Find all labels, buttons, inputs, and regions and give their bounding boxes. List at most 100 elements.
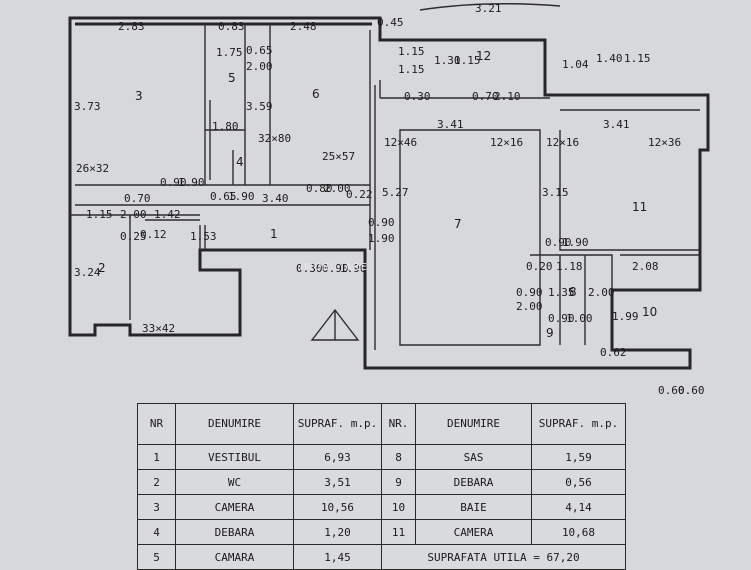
dimension-label: 0.25 (120, 230, 147, 243)
dimension-label: 3.15 (542, 186, 569, 199)
dimension-label: 2.48 (290, 20, 317, 33)
table-cell: 9 (381, 469, 416, 495)
room-legend-table: NR DENUMIRE SUPRAF. m.p. NR. DENUMIRE SU… (137, 403, 626, 570)
dimension-label: 0.20 (526, 260, 553, 273)
legend-header-row: NR DENUMIRE SUPRAF. m.p. NR. DENUMIRE SU… (137, 403, 626, 445)
dimension-label: 3.41 (603, 118, 630, 131)
table-cell: DEBARA (175, 519, 294, 545)
dimension-label: 0.90 (516, 286, 543, 299)
table-cell: 5 (137, 544, 176, 570)
table-cell: 3,51 (293, 469, 382, 495)
room-label-5: 5 (228, 71, 236, 85)
table-row: 1 VESTIBUL 6,93 8 SAS 1,59 (137, 444, 626, 470)
room-label-9: 9 (546, 326, 554, 340)
table-row: 2 WC 3,51 9 DEBARA 0,56 (137, 469, 626, 495)
dimension-label: 0.90 (368, 216, 395, 229)
walls (68, 16, 710, 370)
dimension-label: 0.80 (306, 182, 333, 195)
room-label-1: 1 (270, 227, 278, 241)
dimension-label: 1.40 (596, 52, 623, 65)
table-cell: WC (175, 469, 294, 495)
dimension-label: 0.62 (600, 346, 627, 359)
dimension-label: 0.60 (658, 384, 685, 397)
dimension-label: 5.27 (382, 186, 409, 199)
dimension-label: 12×16 (490, 136, 523, 149)
table-cell: 10,56 (293, 494, 382, 520)
dimension-label: 2.83 (118, 20, 145, 33)
dimension-label: 12×46 (384, 136, 417, 149)
table-cell: DEBARA (415, 469, 532, 495)
dimension-label: 1.15 (454, 54, 481, 67)
room-label-7: 7 (454, 217, 462, 231)
dimension-label: 0.45 (377, 16, 404, 29)
dimension-label: 1.15 (398, 63, 425, 76)
dimension-label: 0.90 (548, 312, 575, 325)
dimension-label: 3.41 (437, 118, 464, 131)
north-arrow-icon (310, 308, 360, 341)
table-row: 5 CAMARA 1,45 SUPRAFATA UTILA = 67,20 (137, 544, 626, 570)
dimension-label: 1.42 (154, 208, 181, 221)
dimension-label: 0.30 (404, 90, 431, 103)
legend-header: DENUMIRE (175, 403, 294, 445)
dimension-label: 1.90 (228, 190, 255, 203)
room-label-8: 8 (569, 285, 577, 299)
dimension-label: 0.90 (322, 262, 349, 275)
table-cell: 1,20 (293, 519, 382, 545)
dimension-label: 2.00 (516, 300, 543, 313)
dimension-label: 0.60 (678, 384, 705, 397)
table-cell: 6,93 (293, 444, 382, 470)
table-cell: 11 (381, 519, 416, 545)
dimension-label: 0.90 (160, 176, 187, 189)
dimension-label: 1.15 (398, 45, 425, 58)
table-cell: SAS (415, 444, 532, 470)
dimension-label: 1.80 (212, 120, 239, 133)
dimension-label: 2.08 (632, 260, 659, 273)
legend-header: NR (137, 403, 176, 445)
room-labels: 3 6 12 5 4 1 2 7 11 10 8 9 (98, 49, 657, 340)
table-cell: 10 (381, 494, 416, 520)
dimension-labels: 2.83 0.83 2.48 0.45 3.21 0.65 2.00 1.75 … (74, 2, 705, 397)
dimension-label: 2.00 (324, 182, 351, 195)
dimension-label: 1.15 (86, 208, 113, 221)
floor-plan: 3 6 12 5 4 1 2 7 11 10 8 9 2.83 0.83 2.4… (68, 2, 710, 397)
dimension-label: 0.65 (246, 44, 273, 57)
table-cell: 8 (381, 444, 416, 470)
dimension-label: 1.04 (562, 58, 589, 71)
table-cell: 0,56 (531, 469, 626, 495)
table-cell: 1,59 (531, 444, 626, 470)
dimension-label: 26×32 (76, 162, 109, 175)
dimension-label: 0.22 (346, 188, 373, 201)
dimension-label: 1.90 (340, 262, 367, 275)
legend-header: DENUMIRE (415, 403, 532, 445)
dimension-label: 3.73 (74, 100, 101, 113)
dimension-label: 1.00 (566, 312, 593, 325)
table-cell: 4,14 (531, 494, 626, 520)
dimension-label: 0.12 (140, 228, 167, 241)
table-row: 4 DEBARA 1,20 11 CAMERA 10,68 (137, 519, 626, 545)
table-cell: 2 (137, 469, 176, 495)
dimension-label: 3.21 (475, 2, 502, 15)
dimension-label: 25×57 (322, 150, 355, 163)
dimension-label: 0.30 (296, 262, 323, 275)
room-label-11: 11 (632, 200, 647, 214)
dimension-label: 3.40 (262, 192, 289, 205)
dimension-label: 2.00 (120, 208, 147, 221)
balcony-outline (419, 3, 561, 11)
dimension-label: 2.00 (246, 60, 273, 73)
dimension-label: 3.59 (246, 100, 273, 113)
table-cell: CAMARA (175, 544, 294, 570)
room-label-10: 10 (642, 305, 657, 319)
dimension-label: 1.53 (190, 230, 217, 243)
legend-header: SUPRAF. m.p. (531, 403, 626, 445)
table-cell: 10,68 (531, 519, 626, 545)
dimension-label: 0.65 (210, 190, 237, 203)
table-cell: 1 (137, 444, 176, 470)
table-row: 3 CAMERA 10,56 10 BAIE 4,14 (137, 494, 626, 520)
dimension-label: 2.10 (494, 90, 521, 103)
table-cell: 1,45 (293, 544, 382, 570)
table-cell: CAMERA (415, 519, 532, 545)
table-cell: 4 (137, 519, 176, 545)
dimension-label: 1.30 (434, 54, 461, 67)
table-cell: CAMERA (175, 494, 294, 520)
dimension-label: 12×16 (546, 136, 579, 149)
